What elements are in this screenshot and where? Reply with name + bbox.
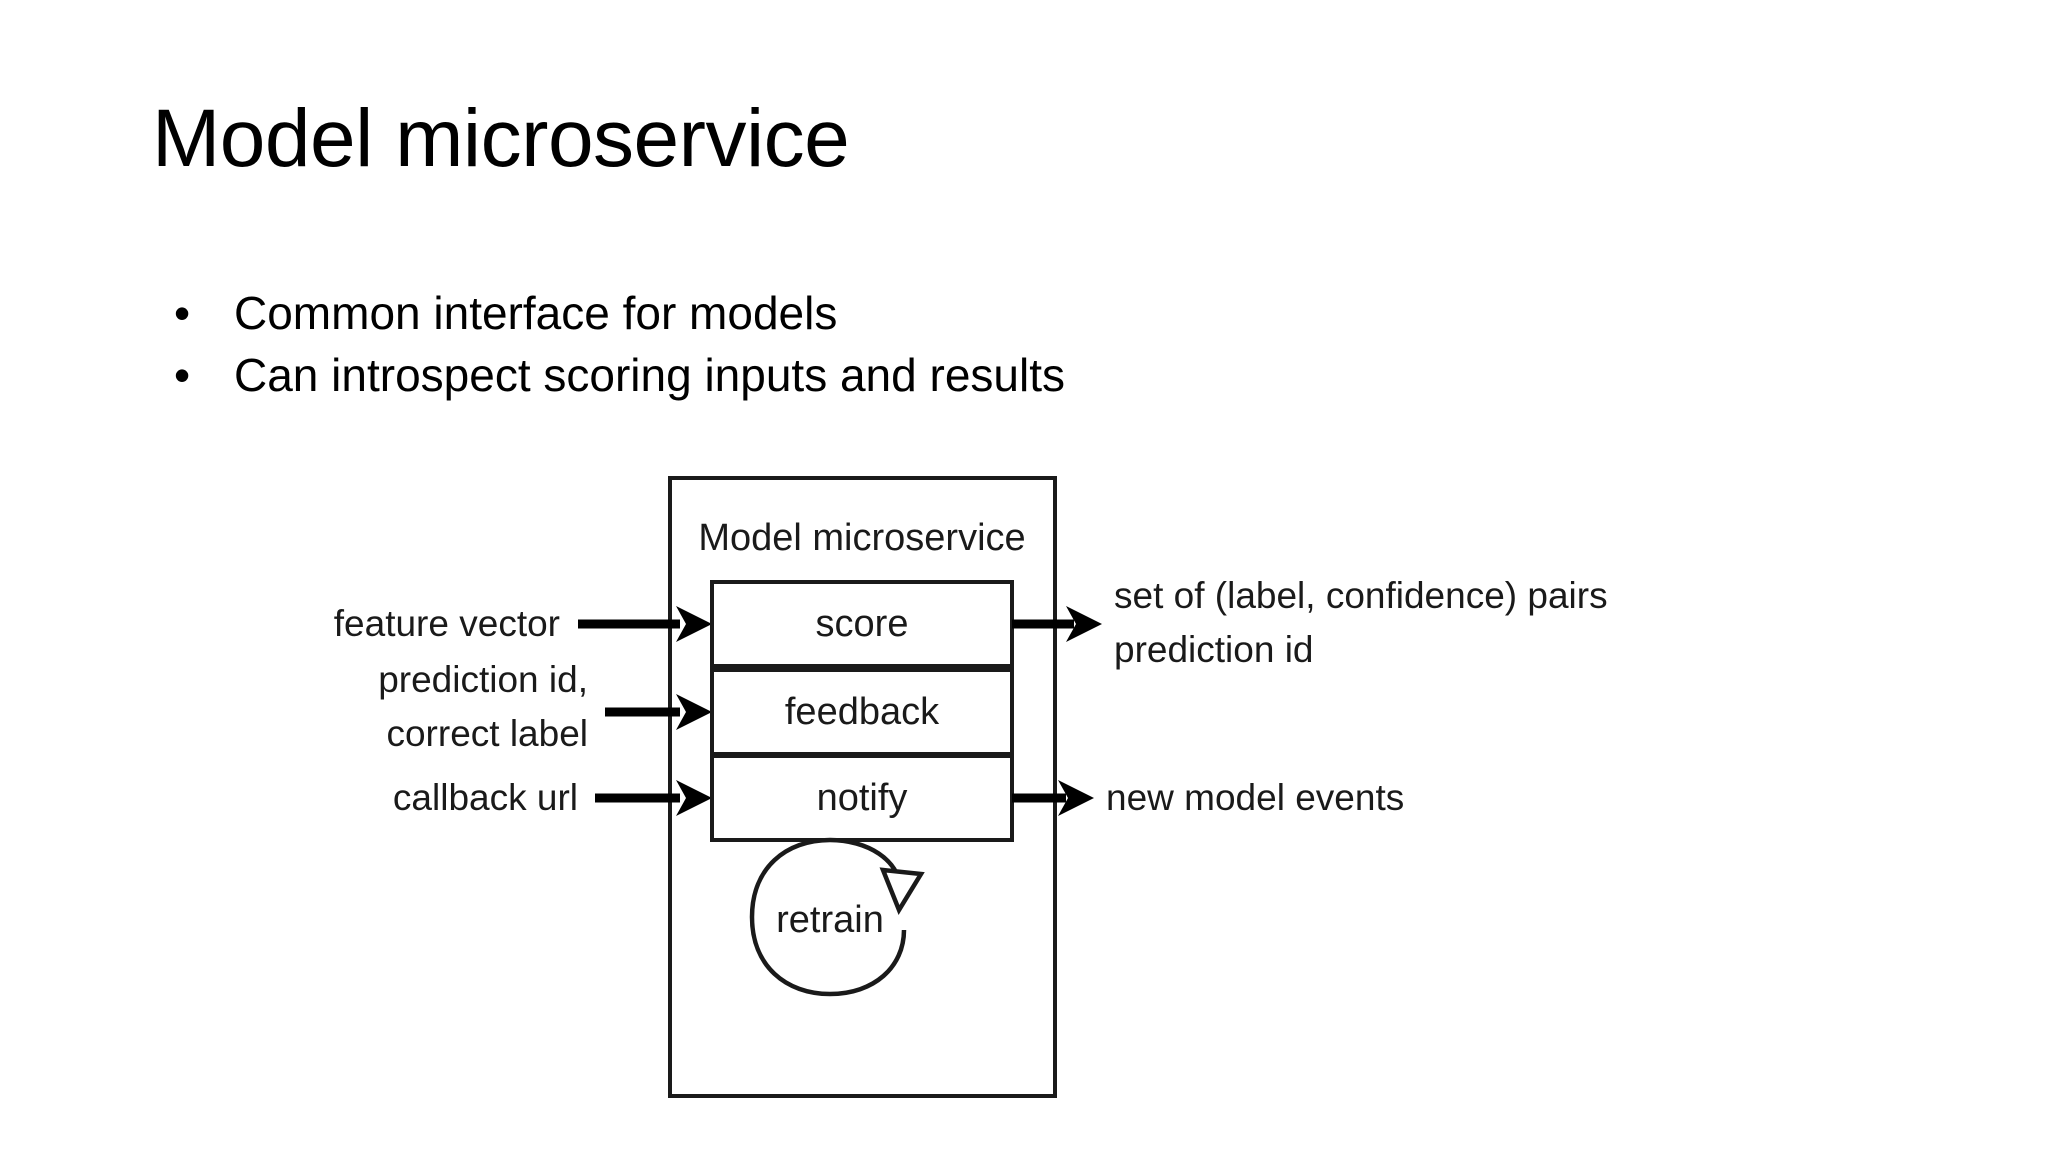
- score-input-arrowhead-icon: [676, 606, 712, 642]
- endpoint-label-feedback: feedback: [785, 691, 940, 733]
- score-output-arrowhead-icon: [1066, 606, 1102, 642]
- endpoint-box-feedback: [710, 668, 1014, 756]
- page-title: Model microservice: [152, 93, 850, 184]
- feedback-input-arrowhead-icon: [676, 694, 712, 730]
- retrain-loop-path: [749, 837, 907, 997]
- endpoint-label-score: score: [816, 603, 909, 645]
- list-item: • Common interface for models: [160, 282, 1860, 344]
- feedback-input-label-line1: prediction id,: [378, 659, 588, 700]
- notify-output-label: new model events: [1106, 777, 1404, 818]
- bullet-text: Common interface for models: [234, 287, 838, 339]
- retrain-loop-label: retrain: [776, 899, 884, 941]
- feedback-input-label-line2: correct label: [386, 713, 588, 754]
- diagram-svg: Model microservice score feature vector …: [334, 476, 1608, 1098]
- notify-output-arrowhead-icon: [1058, 780, 1094, 816]
- microservice-container-label: Model microservice: [698, 517, 1025, 559]
- bullet-marker-icon: •: [174, 287, 191, 339]
- retrain-loop-arrowhead-icon: [879, 867, 925, 916]
- model-microservice-diagram: Model microservice score feature vector …: [334, 440, 1660, 1140]
- endpoint-label-notify: notify: [817, 777, 908, 819]
- bullet-marker-icon: •: [174, 349, 191, 402]
- notify-input-label: callback url: [393, 777, 578, 818]
- list-item: • Can introspect scoring inputs and resu…: [160, 344, 1860, 406]
- score-output-label-line2: prediction id: [1114, 629, 1314, 670]
- bullet-list: • Common interface for models • Can intr…: [160, 282, 1860, 406]
- bullet-text: Can introspect scoring inputs and result…: [234, 349, 1065, 402]
- score-output-label-line1: set of (label, confidence) pairs: [1114, 575, 1608, 616]
- score-input-label: feature vector: [334, 603, 560, 644]
- notify-input-arrowhead-icon: [676, 780, 712, 816]
